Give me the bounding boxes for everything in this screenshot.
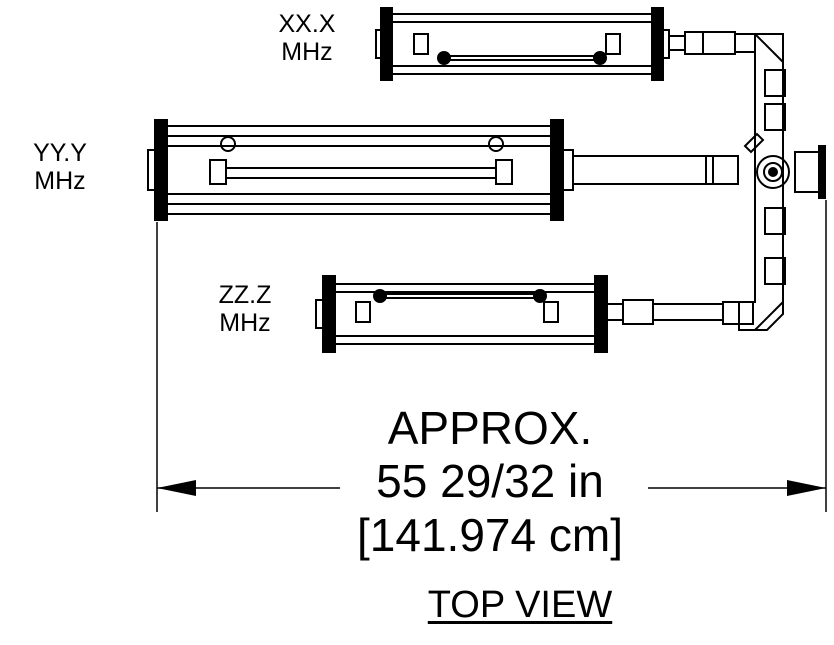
top-filter-frequency: XX.X xyxy=(278,10,336,38)
bottom-cavity-filter xyxy=(315,275,754,353)
view-title: TOP VIEW xyxy=(427,584,613,626)
dimension-approx: APPROX. xyxy=(300,402,680,456)
dimension-inches: 55 29/32 in xyxy=(364,455,616,509)
middle-filter-unit: MHz xyxy=(34,167,86,195)
middle-filter-frequency-label: YY.Y MHz xyxy=(8,139,112,195)
combiner-manifold xyxy=(738,33,826,331)
bottom-filter-unit: MHz xyxy=(219,309,271,337)
dimension-arrow-right xyxy=(787,480,826,496)
bottom-filter-frequency: ZZ.Z xyxy=(218,281,272,309)
dimension-arrow-left xyxy=(157,480,196,496)
dimension-centimeters: [141.974 cm] xyxy=(300,508,680,563)
bottom-filter-frequency-label: ZZ.Z MHz xyxy=(200,281,290,337)
overall-dimension-label: APPROX. 55 29/32 in [141.974 cm] xyxy=(300,402,680,563)
top-cavity-filter xyxy=(375,7,756,81)
middle-cavity-filter xyxy=(147,119,739,221)
top-filter-frequency-label: XX.X MHz xyxy=(262,10,352,66)
top-filter-unit: MHz xyxy=(281,38,333,66)
middle-filter-frequency: YY.Y xyxy=(33,139,87,167)
